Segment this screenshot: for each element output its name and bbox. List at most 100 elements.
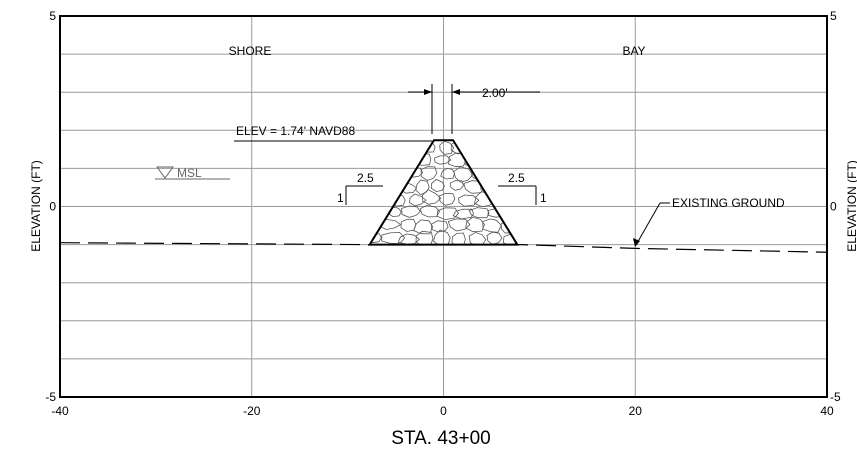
y-tick-labels-right: 5 0 -5 <box>830 9 841 404</box>
riprap-stone <box>369 218 379 234</box>
crest-width-label: 2.00' <box>482 86 508 100</box>
riprap-stone <box>399 153 415 165</box>
bay-label: BAY <box>622 44 645 58</box>
y-tick-label-left: -5 <box>45 390 56 404</box>
riprap-stone <box>449 180 464 191</box>
riprap-stone <box>381 247 398 260</box>
riprap-stone <box>413 219 434 235</box>
y-tick-label-right: 0 <box>830 200 837 214</box>
riprap-stone <box>451 232 466 245</box>
msl-label: MSL <box>177 166 202 180</box>
slope-indicator-right: 2.5 1 <box>498 171 547 205</box>
riprap-stone <box>465 216 485 233</box>
riprap-stone <box>518 221 534 230</box>
riprap-stone <box>415 179 430 196</box>
riprap-stone <box>401 205 421 218</box>
shore-label: SHORE <box>229 44 272 58</box>
riprap-stone <box>439 140 455 155</box>
crest-elevation-label: ELEV = 1.74' NAVD88 <box>236 124 355 138</box>
riprap-stone <box>453 166 474 183</box>
riprap-stone <box>499 156 518 169</box>
callout-arrow-icon <box>633 238 640 247</box>
x-tick-label: 40 <box>820 404 834 418</box>
riprap-stone <box>514 246 535 258</box>
grid <box>60 16 827 397</box>
riprap-stone <box>421 189 442 205</box>
x-tick-label: -20 <box>243 404 261 418</box>
riprap-stone <box>506 205 518 219</box>
riprap-stone <box>458 194 480 207</box>
riprap-stone <box>431 220 449 233</box>
x-tick-label: 0 <box>440 404 447 418</box>
riprap-stone <box>436 207 460 221</box>
riprap-stone <box>505 140 518 155</box>
riprap-stone <box>480 247 499 260</box>
riprap-stone <box>438 193 456 206</box>
riprap-stone <box>482 218 502 233</box>
riprap-stone <box>440 167 455 180</box>
riprap-stone <box>431 178 445 193</box>
slope-right-run: 2.5 <box>508 171 525 185</box>
slope-left-rise: 1 <box>337 191 344 205</box>
x-axis-label: STA. 43+00 <box>391 428 490 449</box>
riprap-stone <box>415 230 434 245</box>
existing-ground-line <box>59 242 828 253</box>
riprap-stone <box>486 231 503 245</box>
riprap-stone <box>419 204 440 218</box>
msl-marker: MSL <box>155 166 230 180</box>
riprap-stone <box>447 218 471 232</box>
y-axis-label-left: ELEVATION (FT) <box>29 160 43 252</box>
riprap-stone <box>403 140 421 155</box>
plot-frame <box>59 15 828 398</box>
x-tick-label: -40 <box>51 404 69 418</box>
riprap-stone <box>371 192 390 207</box>
callout-leader-diag <box>635 202 661 246</box>
riprap-stone <box>469 140 486 155</box>
riprap-stone <box>468 231 487 245</box>
riprap-stone <box>413 244 436 245</box>
riprap-stone <box>468 207 490 219</box>
riprap-stone <box>451 247 464 258</box>
riprap-stone <box>386 167 404 180</box>
y-tick-label-right: 5 <box>830 9 837 23</box>
riprap-stone <box>431 243 450 245</box>
y-tick-label-right: -5 <box>830 390 841 404</box>
y-tick-label-left: 0 <box>49 200 56 214</box>
riprap-stone <box>385 140 405 153</box>
riprap-stone <box>520 235 538 246</box>
y-tick-label-left: 5 <box>49 9 56 23</box>
riprap-stone <box>369 243 378 245</box>
riprap-stone <box>487 142 506 153</box>
riprap-stone <box>448 152 468 168</box>
riprap-stone <box>398 246 416 256</box>
riprap-stone <box>498 246 516 260</box>
riprap-stone <box>434 155 452 165</box>
riprap-stone <box>369 140 386 154</box>
crest-width-dimension: 2.00' <box>408 84 540 134</box>
slope-left-run: 2.5 <box>357 171 374 185</box>
riprap-stone <box>452 208 474 220</box>
riprap-stone <box>369 232 382 244</box>
riprap-stone <box>518 156 534 165</box>
riprap-stone <box>381 231 406 245</box>
slope-right-rise: 1 <box>540 191 547 205</box>
riprap-stone <box>505 191 518 206</box>
riprap-stone <box>381 154 397 166</box>
existing-ground-callout: EXISTING GROUND <box>633 196 785 247</box>
riprap-stone <box>400 218 417 232</box>
riprap-stone <box>490 189 510 207</box>
existing-ground-label: EXISTING GROUND <box>672 196 785 210</box>
riprap-stone <box>465 246 481 257</box>
y-axis-label-right: ELEVATION (FT) <box>845 160 857 252</box>
riprap-fill <box>369 140 538 260</box>
riprap-stone <box>420 166 438 181</box>
slope-indicator-left: 2.5 1 <box>337 171 383 205</box>
x-tick-label: 20 <box>629 404 643 418</box>
x-tick-labels: -40 -20 0 20 40 <box>51 404 834 418</box>
levee-outline <box>367 139 520 246</box>
msl-triangle-icon <box>156 166 174 179</box>
riprap-stone <box>379 178 396 191</box>
riprap-stone <box>483 155 504 168</box>
